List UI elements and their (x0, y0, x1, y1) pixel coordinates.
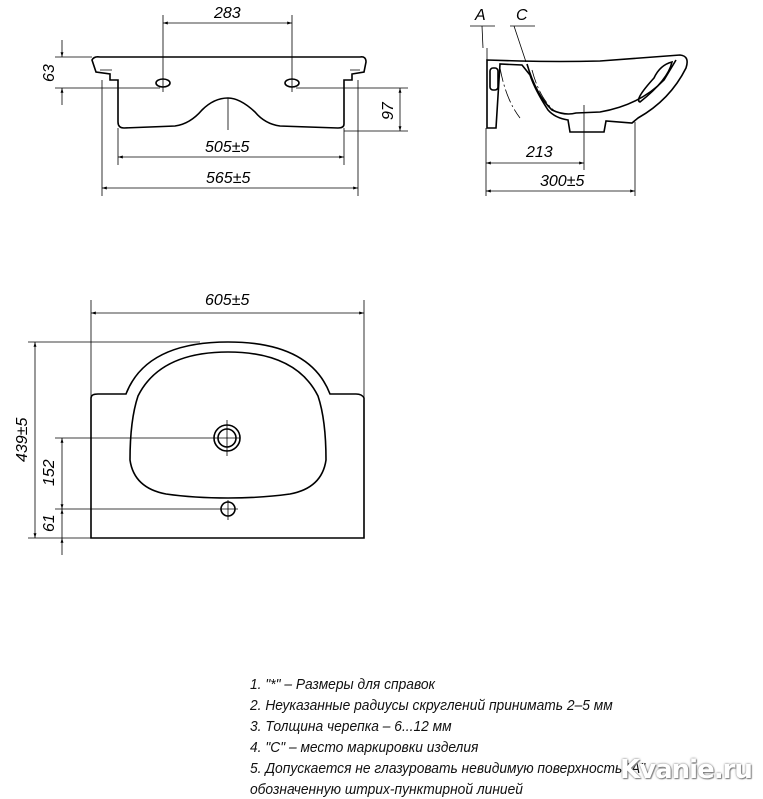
dim-inner-width: 505±5 (205, 139, 249, 156)
dim-drain-distance: 213 (525, 144, 553, 161)
side-view (470, 25, 688, 196)
note-2: 2. Неуказанные радиусы скруглений приним… (250, 697, 613, 714)
note-4: 4. "C" – место маркировки изделия (250, 739, 479, 756)
dim-rim-height: 63 (41, 64, 58, 82)
dim-drain-offset: 152 (41, 459, 58, 486)
note-3: 3. Толщина черепка – 6...12 мм (250, 718, 452, 735)
watermark: Kvanie.ru (620, 755, 753, 785)
notes-list: 1. "*" – Размеры для справок 2. Неуказан… (250, 674, 649, 799)
dim-outer-width: 565±5 (206, 170, 250, 187)
dim-width-top: 605±5 (205, 292, 249, 309)
note-1: 1. "*" – Размеры для справок (250, 676, 436, 693)
note-5: 5. Допускается не глазуровать невидимую … (250, 760, 649, 777)
label-a: A (474, 7, 486, 24)
top-view (28, 300, 365, 555)
note-5-cont: обозначенную штрих-пунктирной линией (250, 781, 523, 798)
label-c: C (516, 7, 528, 24)
dim-body-height: 97 (380, 101, 397, 120)
dim-depth-top: 439±5 (14, 418, 31, 462)
dim-depth-side: 300±5 (540, 173, 584, 190)
front-view (55, 15, 408, 196)
dim-holes: 283 (213, 5, 241, 22)
dim-tap-offset: 61 (41, 514, 58, 532)
